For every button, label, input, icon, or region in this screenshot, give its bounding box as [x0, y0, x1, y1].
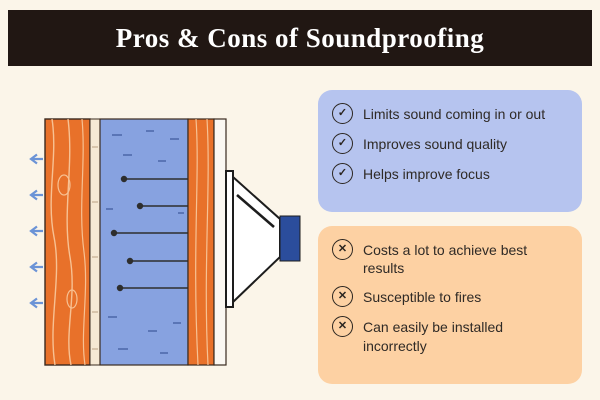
wood-plank	[44, 118, 91, 366]
insulation-layer	[99, 118, 189, 366]
pros-item: ✓ Helps improve focus	[332, 163, 568, 184]
cross-icon: ✕	[332, 286, 353, 308]
cons-item: ✕ Costs a lot to achieve best results	[332, 239, 568, 277]
pros-item-label: Improves sound quality	[363, 136, 507, 152]
cons-item-label: Costs a lot to achieve best results	[363, 242, 528, 277]
cons-item-label: Susceptible to fires	[363, 289, 482, 306]
check-icon: ✓	[332, 133, 353, 154]
title-banner: Pros & Cons of Soundproofing	[8, 10, 592, 66]
pros-item-label: Helps improve focus	[363, 166, 490, 182]
cross-icon: ✕	[332, 316, 353, 338]
sound-arrows-icon	[29, 153, 43, 309]
cons-panel: ✕ Costs a lot to achieve best results ✕ …	[318, 226, 582, 384]
pros-item-label: Limits sound coming in or out	[363, 106, 546, 122]
page-title: Pros & Cons of Soundproofing	[115, 22, 485, 53]
pros-item: ✓ Improves sound quality	[332, 133, 568, 154]
check-icon: ✓	[332, 103, 353, 124]
air-gap-strip	[89, 118, 101, 366]
pros-panel: ✓ Limits sound coming in or out ✓ Improv…	[318, 90, 582, 212]
cons-item-label: Can easily be installed incorrectly	[363, 319, 504, 354]
check-icon: ✓	[332, 163, 353, 184]
cross-icon: ✕	[332, 239, 353, 260]
pros-item: ✓ Limits sound coming in or out	[332, 103, 568, 124]
speaker-icon	[225, 170, 301, 308]
wall-illustration	[29, 118, 301, 366]
drywall-board	[213, 118, 227, 366]
cons-item: ✕ Can easily be installed incorrectly	[332, 316, 568, 354]
inner-wood-strip	[187, 118, 215, 366]
cons-item: ✕ Susceptible to fires	[332, 286, 568, 308]
